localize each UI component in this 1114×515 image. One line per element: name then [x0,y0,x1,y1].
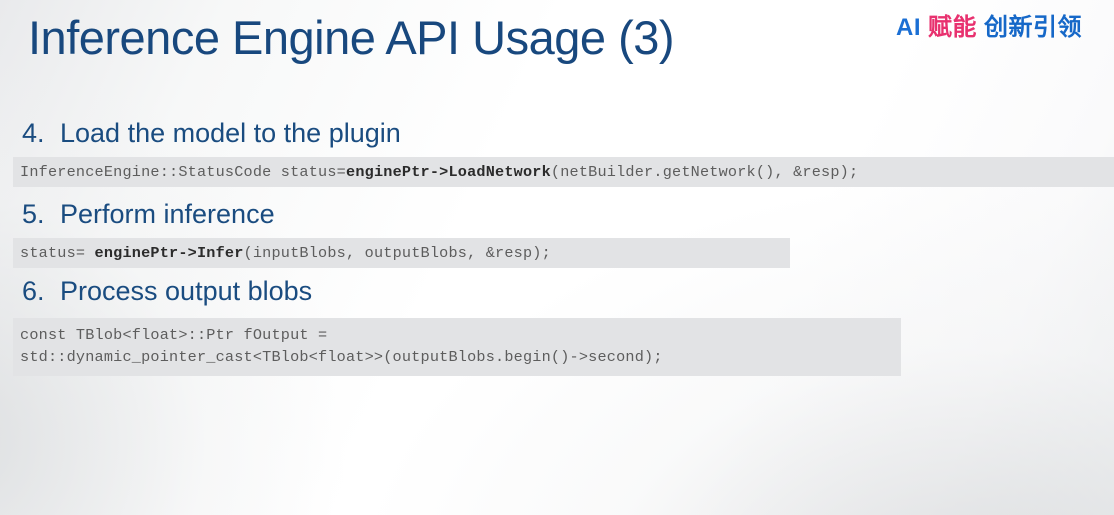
page-title: Inference Engine API Usage (3) [28,11,675,64]
brand-logo: AI 赋能创新引领 [896,12,1082,44]
code-4-part-bold: enginePtr->LoadNetwork [346,163,551,181]
slide-body: 4. Load the model to the plugin Inference… [0,86,1114,515]
step-number-4: 4. [22,118,45,148]
code-snippet-5: status= enginePtr->Infer(inputBlobs, out… [13,238,790,268]
slide-header: Inference Engine API Usage (3) AI 赋能创新引领 [0,0,1114,86]
code-4-part-post: (netBuilder.getNetwork(), &resp); [550,163,859,181]
step-label-4: Load the model to the plugin [60,118,401,148]
step-label-6: Process output blobs [60,276,313,306]
step-label-5: Perform inference [60,199,275,229]
brand-logo-pink-text: 赋能 [928,14,977,41]
step-heading-5: 5. Perform inference [22,197,275,231]
code-6-line-2: std::dynamic_pointer_cast<TBlob<float>>(… [20,348,663,366]
code-5-part-post: (inputBlobs, outputBlobs, &resp); [243,244,551,262]
code-snippet-6: const TBlob<float>::Ptr fOutput = std::d… [13,318,901,376]
code-5-part-pre: status= [20,244,95,262]
step-heading-6: 6. Process output blobs [22,274,312,308]
code-snippet-4: InferenceEngine::StatusCode status=engin… [13,157,1114,187]
step-number-5: 5. [22,199,45,229]
step-number-6: 6. [22,276,45,306]
brand-logo-blue-text: 创新引领 [984,14,1082,41]
code-5-part-bold: enginePtr->Infer [94,244,244,262]
code-4-part-pre: InferenceEngine::StatusCode status= [20,163,346,181]
code-6-line-1: const TBlob<float>::Ptr fOutput = [20,326,328,344]
brand-logo-ai-text: AI [896,14,921,41]
step-heading-4: 4. Load the model to the plugin [22,116,401,150]
